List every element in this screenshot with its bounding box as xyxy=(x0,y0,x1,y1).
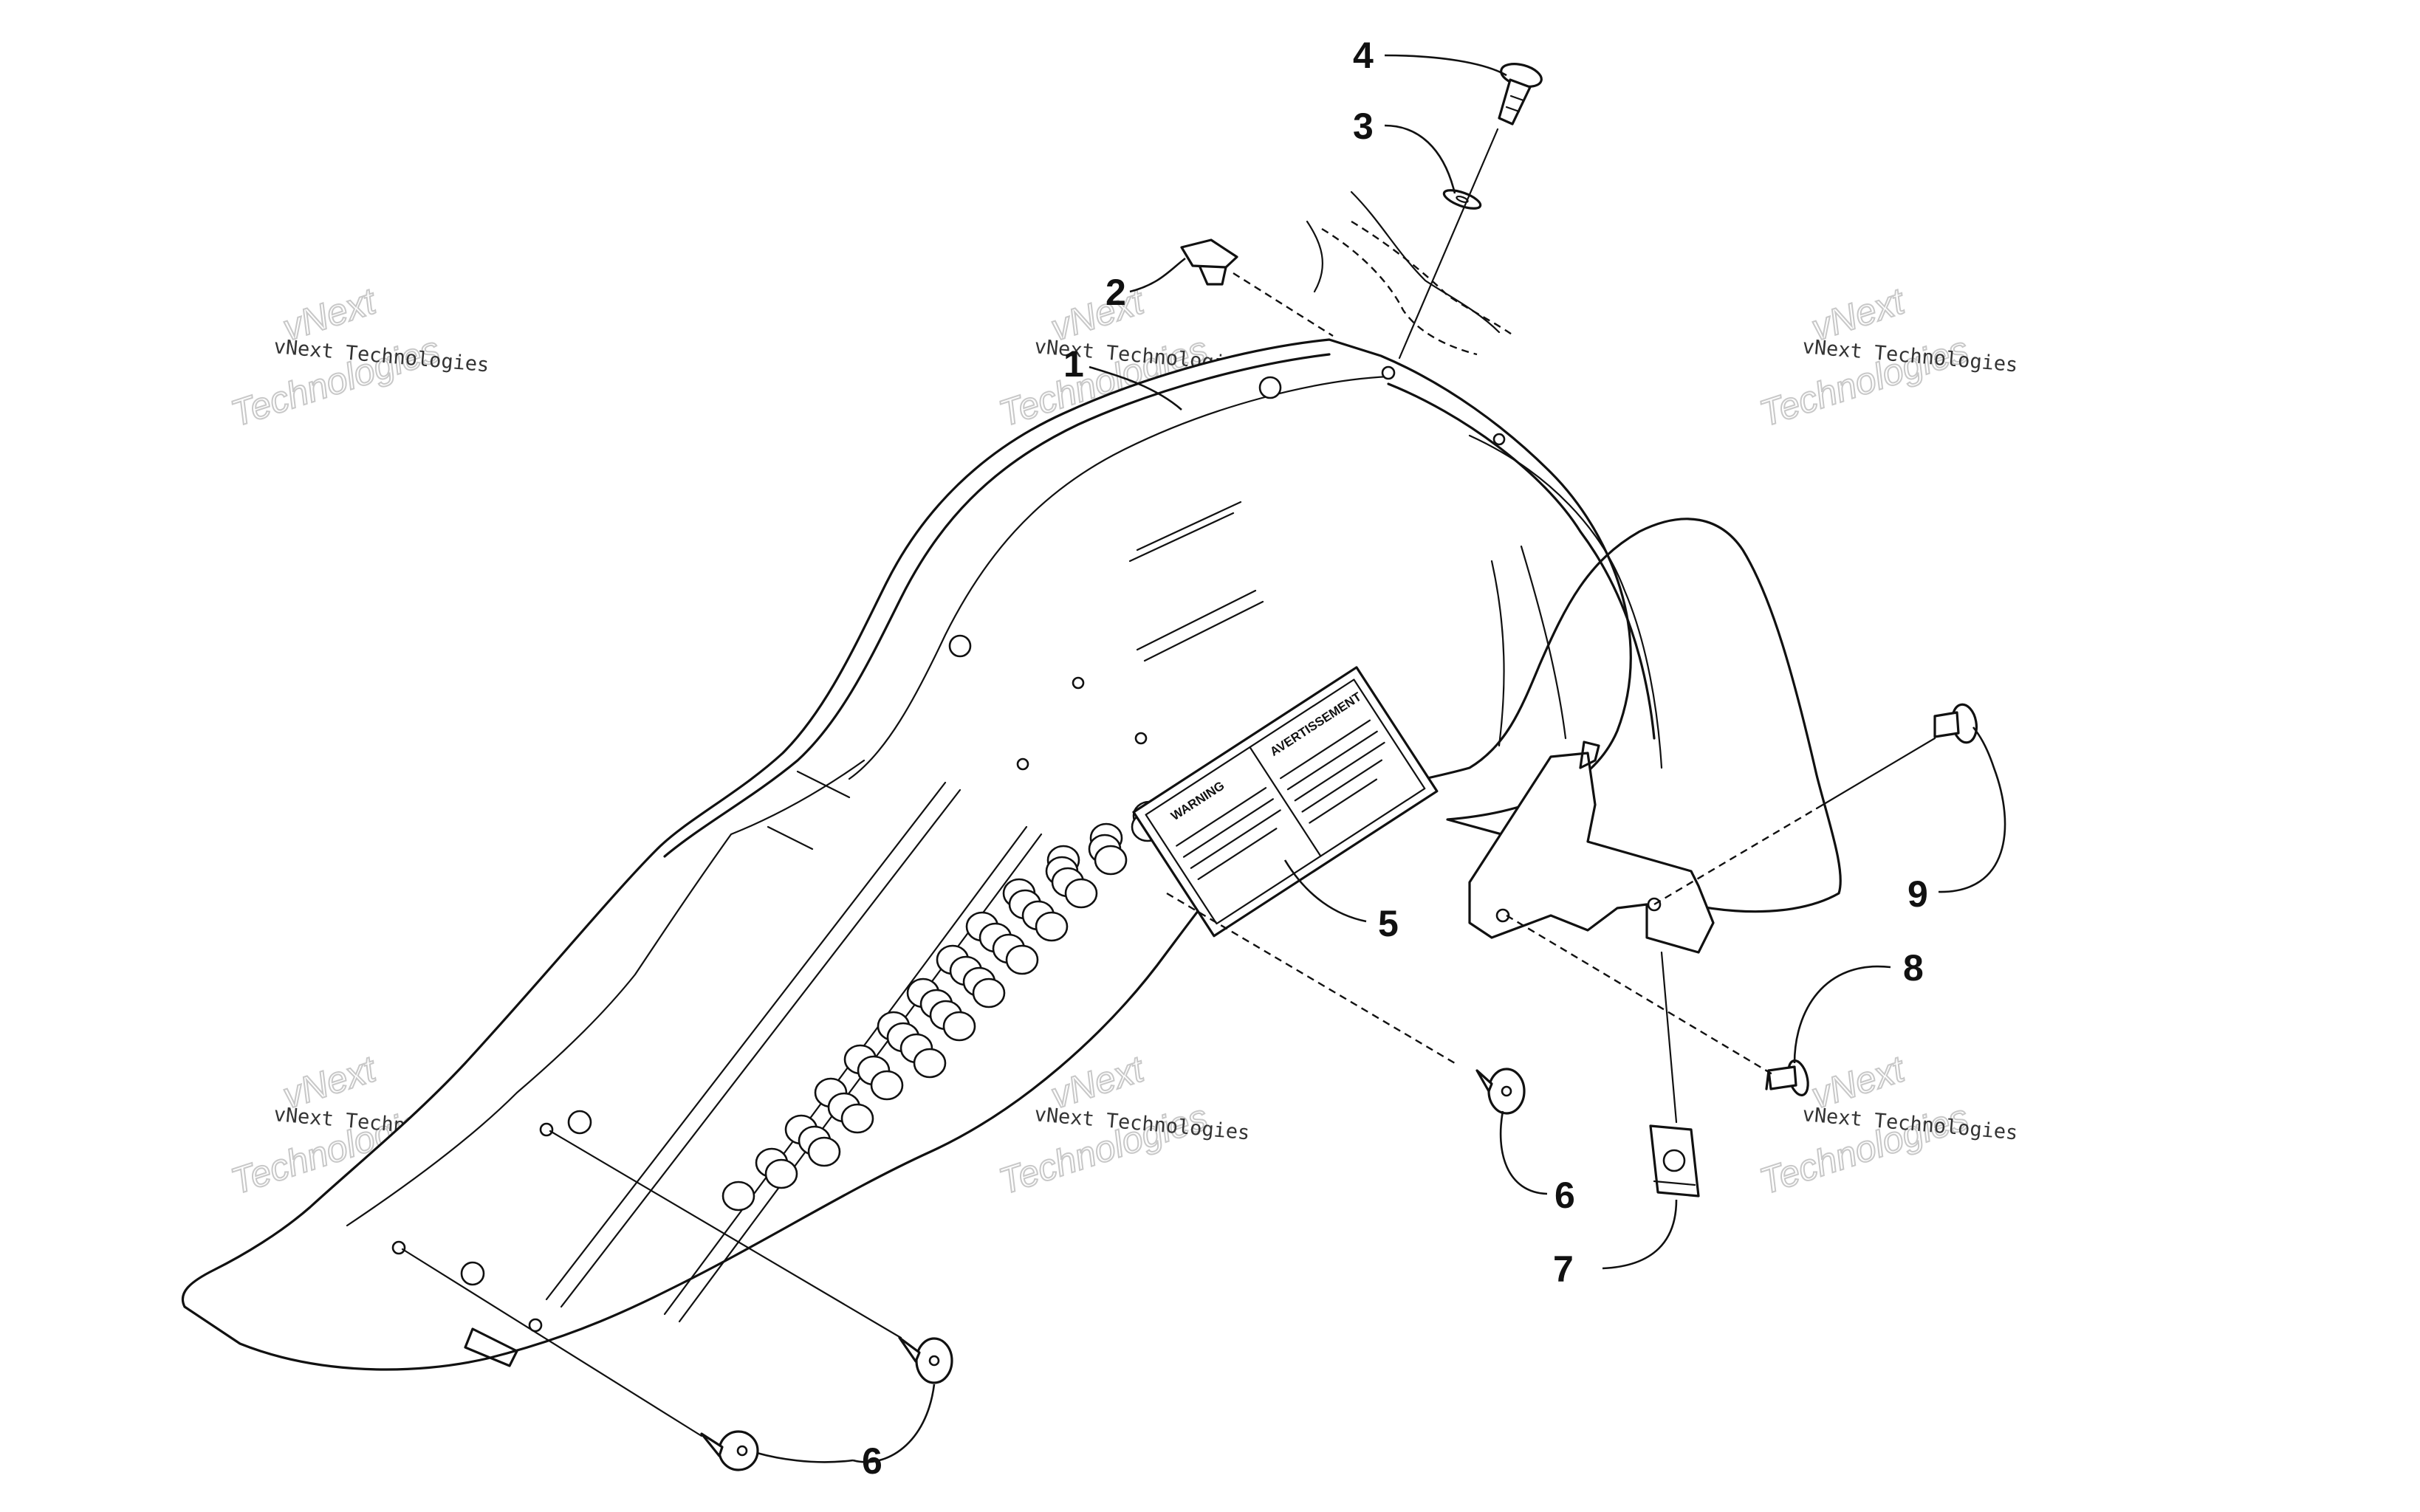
perforation-hole xyxy=(870,1070,904,1101)
fender-hole-top-right xyxy=(1381,365,1396,380)
fender-hole-top xyxy=(1258,376,1282,399)
callout-6-right: 6 xyxy=(1555,1175,1575,1216)
fender-top-rim xyxy=(663,353,1331,858)
fender-side-bead xyxy=(346,759,865,1227)
assembly-lines xyxy=(401,128,1936,1437)
fender-hole-1 xyxy=(1072,676,1085,690)
fender-hole-rim xyxy=(948,634,972,658)
rear-fender-body xyxy=(181,338,1842,1371)
callout-9: 9 xyxy=(1907,873,1928,915)
fender-hole-2 xyxy=(1134,732,1148,745)
bolt-part-4 xyxy=(1498,63,1543,126)
fender-hole-4 xyxy=(1492,433,1506,446)
callout-8: 8 xyxy=(1903,947,1924,989)
perforation-hole xyxy=(1005,944,1039,975)
callout-6-bottom: 6 xyxy=(862,1440,882,1482)
pin-part-8 xyxy=(1765,1059,1809,1096)
clip-nut-part-7 xyxy=(1649,1124,1700,1197)
perforation-hole xyxy=(942,1011,976,1042)
fender-perforations xyxy=(721,778,1209,1212)
callout-numbers: 4 3 2 1 5 6 7 8 9 6 xyxy=(862,35,1928,1482)
warning-decal: WARNING AVERTISSEMENT xyxy=(1132,666,1439,938)
fender-inner-arch xyxy=(1468,434,1663,769)
warning-text-lines xyxy=(1176,719,1385,881)
callout-3: 3 xyxy=(1353,106,1374,147)
callout-4: 4 xyxy=(1353,35,1374,76)
fender-rear-tab xyxy=(464,1327,518,1367)
push-plug-part-2 xyxy=(1180,238,1238,286)
side-bracket xyxy=(1468,740,1715,954)
perforation-hole xyxy=(913,1048,947,1079)
fender-step-flange xyxy=(767,770,851,850)
fender-inner-wall xyxy=(1490,545,1567,747)
fender-front-arch xyxy=(1387,382,1656,740)
perforation-hole xyxy=(840,1103,874,1134)
screw-part-6-right xyxy=(1475,1068,1526,1115)
fender-hole-rear-1 xyxy=(539,1122,554,1137)
fender-hole-rear-3 xyxy=(567,1110,592,1135)
perforation-hole xyxy=(807,1136,841,1167)
frame-reference xyxy=(1306,190,1515,356)
watermark-top-left: vNext Technologies vNext Technologies xyxy=(225,279,490,435)
fender-hole-rear-5 xyxy=(528,1318,543,1333)
perforation-hole xyxy=(721,1181,755,1212)
callout-7: 7 xyxy=(1553,1248,1574,1290)
perforation-hole xyxy=(972,977,1006,1008)
perforation-hole xyxy=(1094,845,1128,876)
screw-part-9 xyxy=(1933,703,1978,744)
screw-part-6-upper xyxy=(898,1336,953,1384)
fender-hole-rear-2 xyxy=(391,1240,406,1255)
washer-part-3 xyxy=(1442,189,1482,210)
callout-1: 1 xyxy=(1063,343,1084,385)
perforation-hole xyxy=(764,1158,798,1189)
callout-leaders xyxy=(756,54,2006,1463)
callout-2: 2 xyxy=(1106,272,1126,313)
screw-part-6-lower xyxy=(700,1430,759,1471)
fender-hole-3 xyxy=(1016,757,1029,771)
perforation-hole xyxy=(1064,878,1098,909)
callout-5: 5 xyxy=(1378,903,1399,944)
perforation-hole xyxy=(1035,911,1069,942)
fender-hole-rear-4 xyxy=(460,1261,485,1286)
watermark-top-right: vNext Technologies vNext Technologies xyxy=(1754,279,2018,435)
fender-outline xyxy=(181,338,1842,1371)
